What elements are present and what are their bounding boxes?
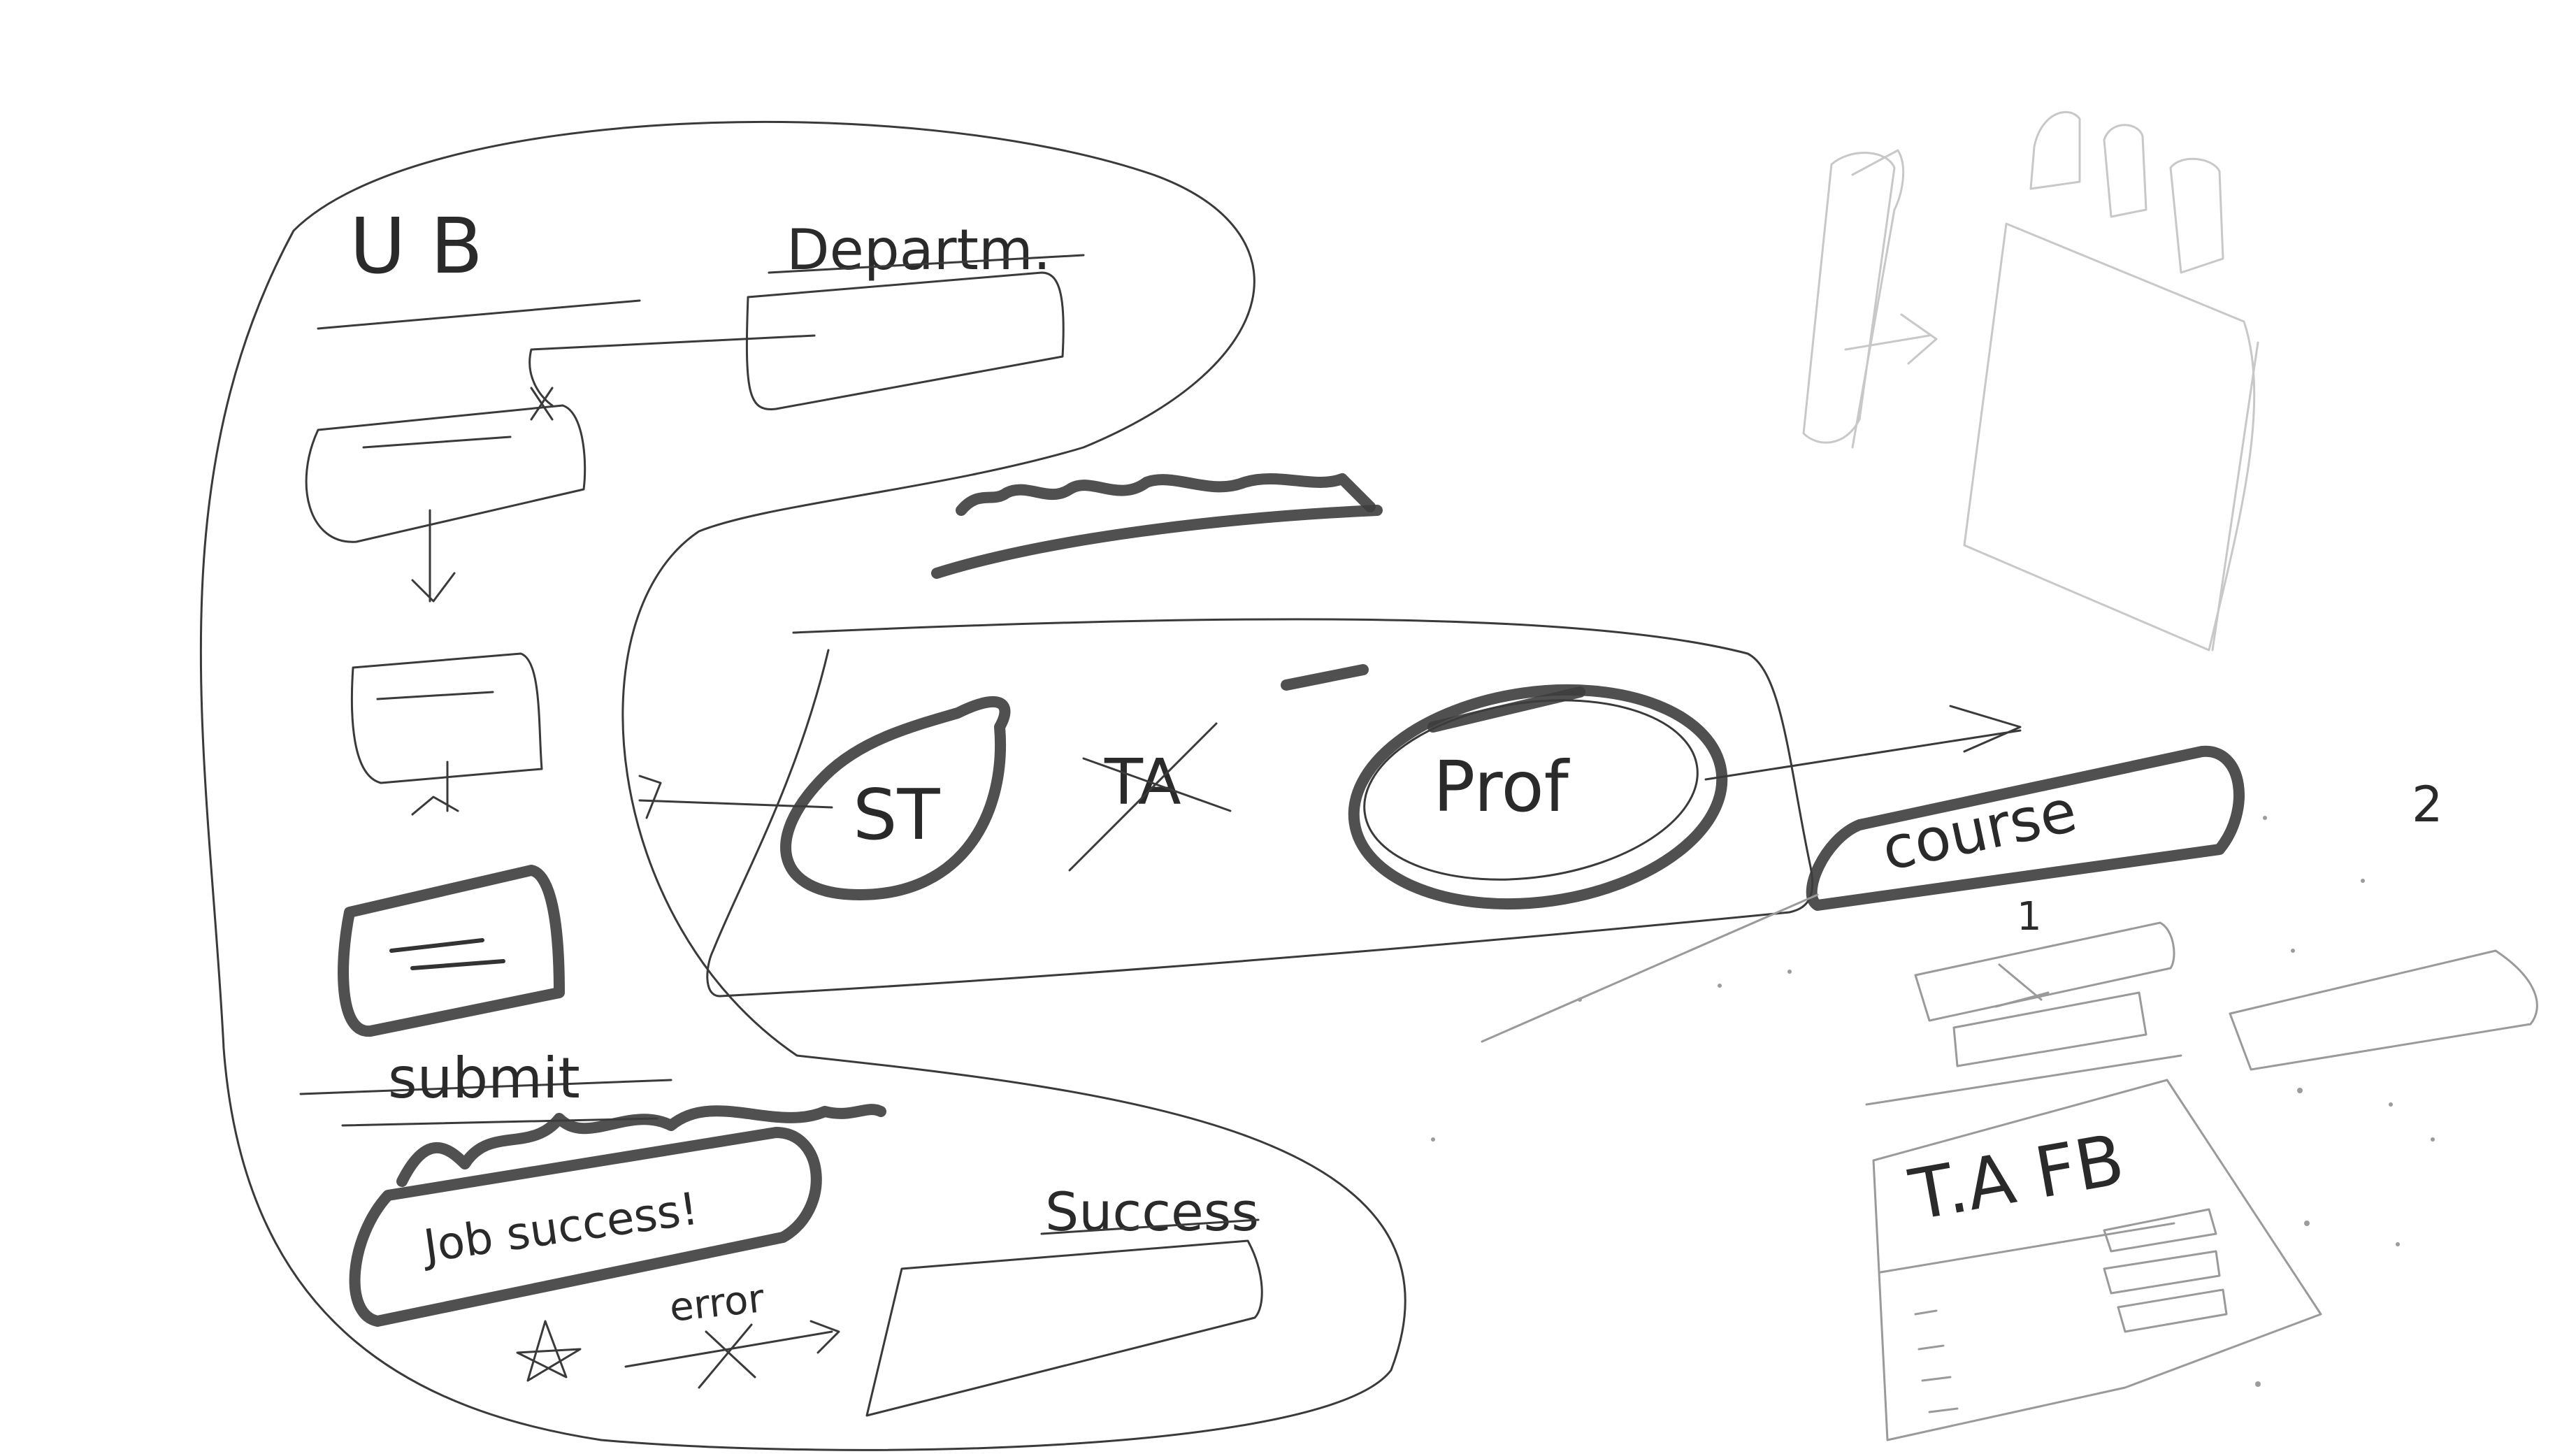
ta-fb-dashes <box>1914 1309 1959 1413</box>
error-label: error <box>668 1276 768 1331</box>
flow-arrow-1 <box>411 509 456 603</box>
submit-label: submit <box>388 1046 580 1111</box>
error-arrow <box>624 1320 840 1368</box>
success-label: Success <box>1045 1181 1259 1243</box>
success-underline <box>1040 1218 1260 1235</box>
st-node <box>780 696 1011 900</box>
ta-strike <box>1068 722 1232 872</box>
ghost-page-large-right <box>2211 341 2259 652</box>
scribbled-heading-underline <box>931 505 1383 579</box>
ub-label: U B <box>350 201 483 291</box>
scribbled-heading-1 <box>956 473 1376 516</box>
flow-box-1 <box>305 404 587 543</box>
success-box <box>865 1239 1263 1417</box>
prof-node-top-stroke <box>1427 686 1585 733</box>
ta-fb-underline <box>1879 1222 2175 1274</box>
job-success-box <box>349 1127 822 1327</box>
course-form-field-2 <box>1952 991 2147 1067</box>
st-arrow <box>638 775 833 819</box>
flow-box-3-lines <box>389 938 505 970</box>
roles-box <box>706 618 1814 998</box>
course-form-mark <box>1994 963 2050 1008</box>
course-node <box>1806 745 2245 911</box>
one-label: 1 <box>2017 894 2042 940</box>
flow-arrow-2 <box>411 761 459 816</box>
ub-underline <box>317 299 641 330</box>
department-box <box>745 271 1065 411</box>
course-form-field-1 <box>1914 921 2175 1022</box>
flow-box-1-line <box>362 436 512 449</box>
course-form-field-3 <box>2229 949 2538 1071</box>
ta-fb-rows <box>2103 1208 2228 1333</box>
ta-fb-label: T.A FB <box>1904 1118 2130 1237</box>
flow-box-3 <box>338 865 565 1037</box>
two-label: 2 <box>2412 776 2443 833</box>
ta-label: TA <box>1104 746 1181 819</box>
department-connector <box>528 334 816 407</box>
error-cross <box>698 1323 756 1389</box>
prof-node-outer <box>1348 684 1728 910</box>
scribbled-heading-2 <box>396 1104 886 1187</box>
prof-course-arrow <box>1704 705 2022 781</box>
connector-cross <box>530 387 554 421</box>
department-label: Departm. <box>786 217 1051 282</box>
left-flow-outline <box>199 120 1406 1451</box>
st-label: ST <box>853 774 940 856</box>
department-underline <box>768 254 1085 274</box>
ghost-arrow <box>1844 313 1938 365</box>
flow-box-2 <box>350 652 543 784</box>
ghost-page-large <box>1963 222 2256 652</box>
ghost-card-left <box>1802 149 1905 449</box>
flow-box-2-line <box>376 691 494 700</box>
stray-specks <box>1431 816 2435 1387</box>
prof-label: Prof <box>1433 746 1571 828</box>
star-icon <box>516 1320 582 1382</box>
guide-line <box>1481 893 2182 1106</box>
submit-underline <box>299 1079 672 1127</box>
ta-fb-sheet <box>1872 1079 2322 1441</box>
ghost-tabs <box>2029 111 2224 274</box>
small-dash-mark <box>1281 664 1369 691</box>
